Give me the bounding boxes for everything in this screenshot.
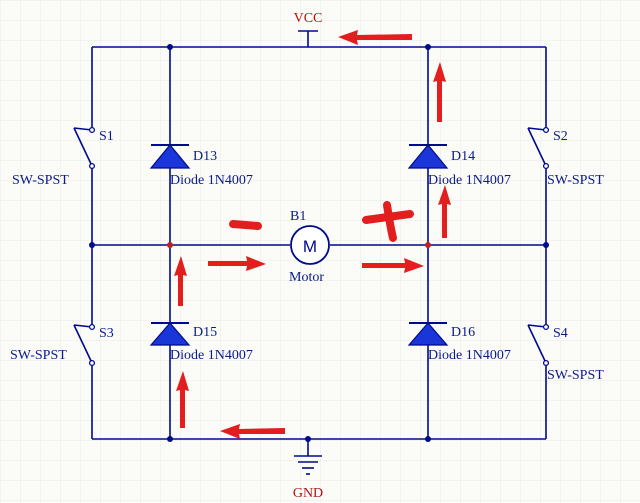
diode-ref: D13: [193, 149, 217, 164]
minus-mark: [229, 220, 262, 230]
junction-dot: [89, 242, 95, 248]
switch-ref: S1: [99, 129, 114, 144]
diode-d16: D16 Diode 1N4007: [407, 322, 511, 363]
switch-contact: [88, 323, 96, 331]
switch-blade: [527, 324, 547, 364]
junction-dot: [425, 242, 431, 248]
diode-ref: D16: [451, 325, 475, 340]
arrow-left-top: [338, 30, 412, 45]
diode-ref: D15: [193, 325, 217, 340]
switch-contact: [542, 126, 550, 134]
motor-b1: M B1 Motor: [289, 209, 330, 285]
diode-d15: D15 Diode 1N4007: [149, 322, 253, 363]
diode-body: [149, 144, 191, 169]
switch-type: SW-SPST: [547, 173, 604, 188]
gnd-label: GND: [293, 486, 323, 501]
junction-dot: [167, 44, 173, 50]
diode-value: Diode 1N4007: [170, 348, 253, 363]
switch-contact: [88, 359, 96, 367]
switch-s2: S2 SW-SPST: [527, 126, 604, 188]
switch-contact: [88, 162, 96, 170]
junction-dot: [167, 242, 173, 248]
switch-ref: S2: [553, 129, 568, 144]
switch-ref: S4: [553, 326, 568, 341]
arrow-right: [208, 256, 266, 271]
switch-blade: [73, 127, 93, 167]
junction-dot: [425, 44, 431, 50]
arrow-up: [176, 371, 189, 428]
arrow-up: [438, 185, 451, 238]
switch-type: SW-SPST: [547, 368, 604, 383]
switch-blade: [73, 324, 93, 364]
switch-contact: [542, 323, 550, 331]
arrow-right: [362, 258, 424, 273]
motor-symbol: M: [303, 237, 317, 256]
switch-s4: S4 SW-SPST: [527, 323, 604, 383]
diode-d14: D14 Diode 1N4007: [407, 144, 511, 188]
diode-value: Diode 1N4007: [428, 348, 511, 363]
arrow-left: [220, 424, 285, 439]
diode-body: [149, 322, 191, 346]
diode-body: [407, 322, 449, 346]
current-arrows: [174, 30, 451, 439]
polarity-marks: [229, 201, 414, 242]
junction-dot: [167, 436, 173, 442]
switch-contact: [542, 162, 550, 170]
switch-type: SW-SPST: [10, 348, 67, 363]
motor-value: Motor: [289, 270, 324, 285]
diode-value: Diode 1N4007: [170, 173, 253, 188]
switch-blade: [527, 127, 547, 167]
diode-value: Diode 1N4007: [428, 173, 511, 188]
switch-s1: S1 SW-SPST: [12, 126, 114, 188]
switch-ref: S3: [99, 326, 114, 341]
vcc-symbol: VCC: [294, 11, 323, 32]
arrow-up: [174, 256, 187, 306]
junction-dot: [305, 436, 311, 442]
diode-d13: D13 Diode 1N4007: [149, 144, 253, 188]
motor-body: [290, 225, 330, 265]
gnd-symbol: GND: [293, 455, 323, 501]
switch-contact: [542, 359, 550, 367]
junctions: [89, 44, 549, 442]
junction-dot: [425, 436, 431, 442]
diode-ref: D14: [451, 149, 475, 164]
switch-contact: [88, 126, 96, 134]
plus-mark-vertical: [383, 201, 397, 242]
arrow-up: [433, 62, 446, 122]
diode-body: [407, 144, 449, 169]
junction-dot: [543, 242, 549, 248]
switch-s3: S3 SW-SPST: [10, 323, 114, 367]
vcc-label: VCC: [294, 11, 323, 26]
switch-type: SW-SPST: [12, 173, 69, 188]
motor-ref: B1: [290, 209, 306, 224]
